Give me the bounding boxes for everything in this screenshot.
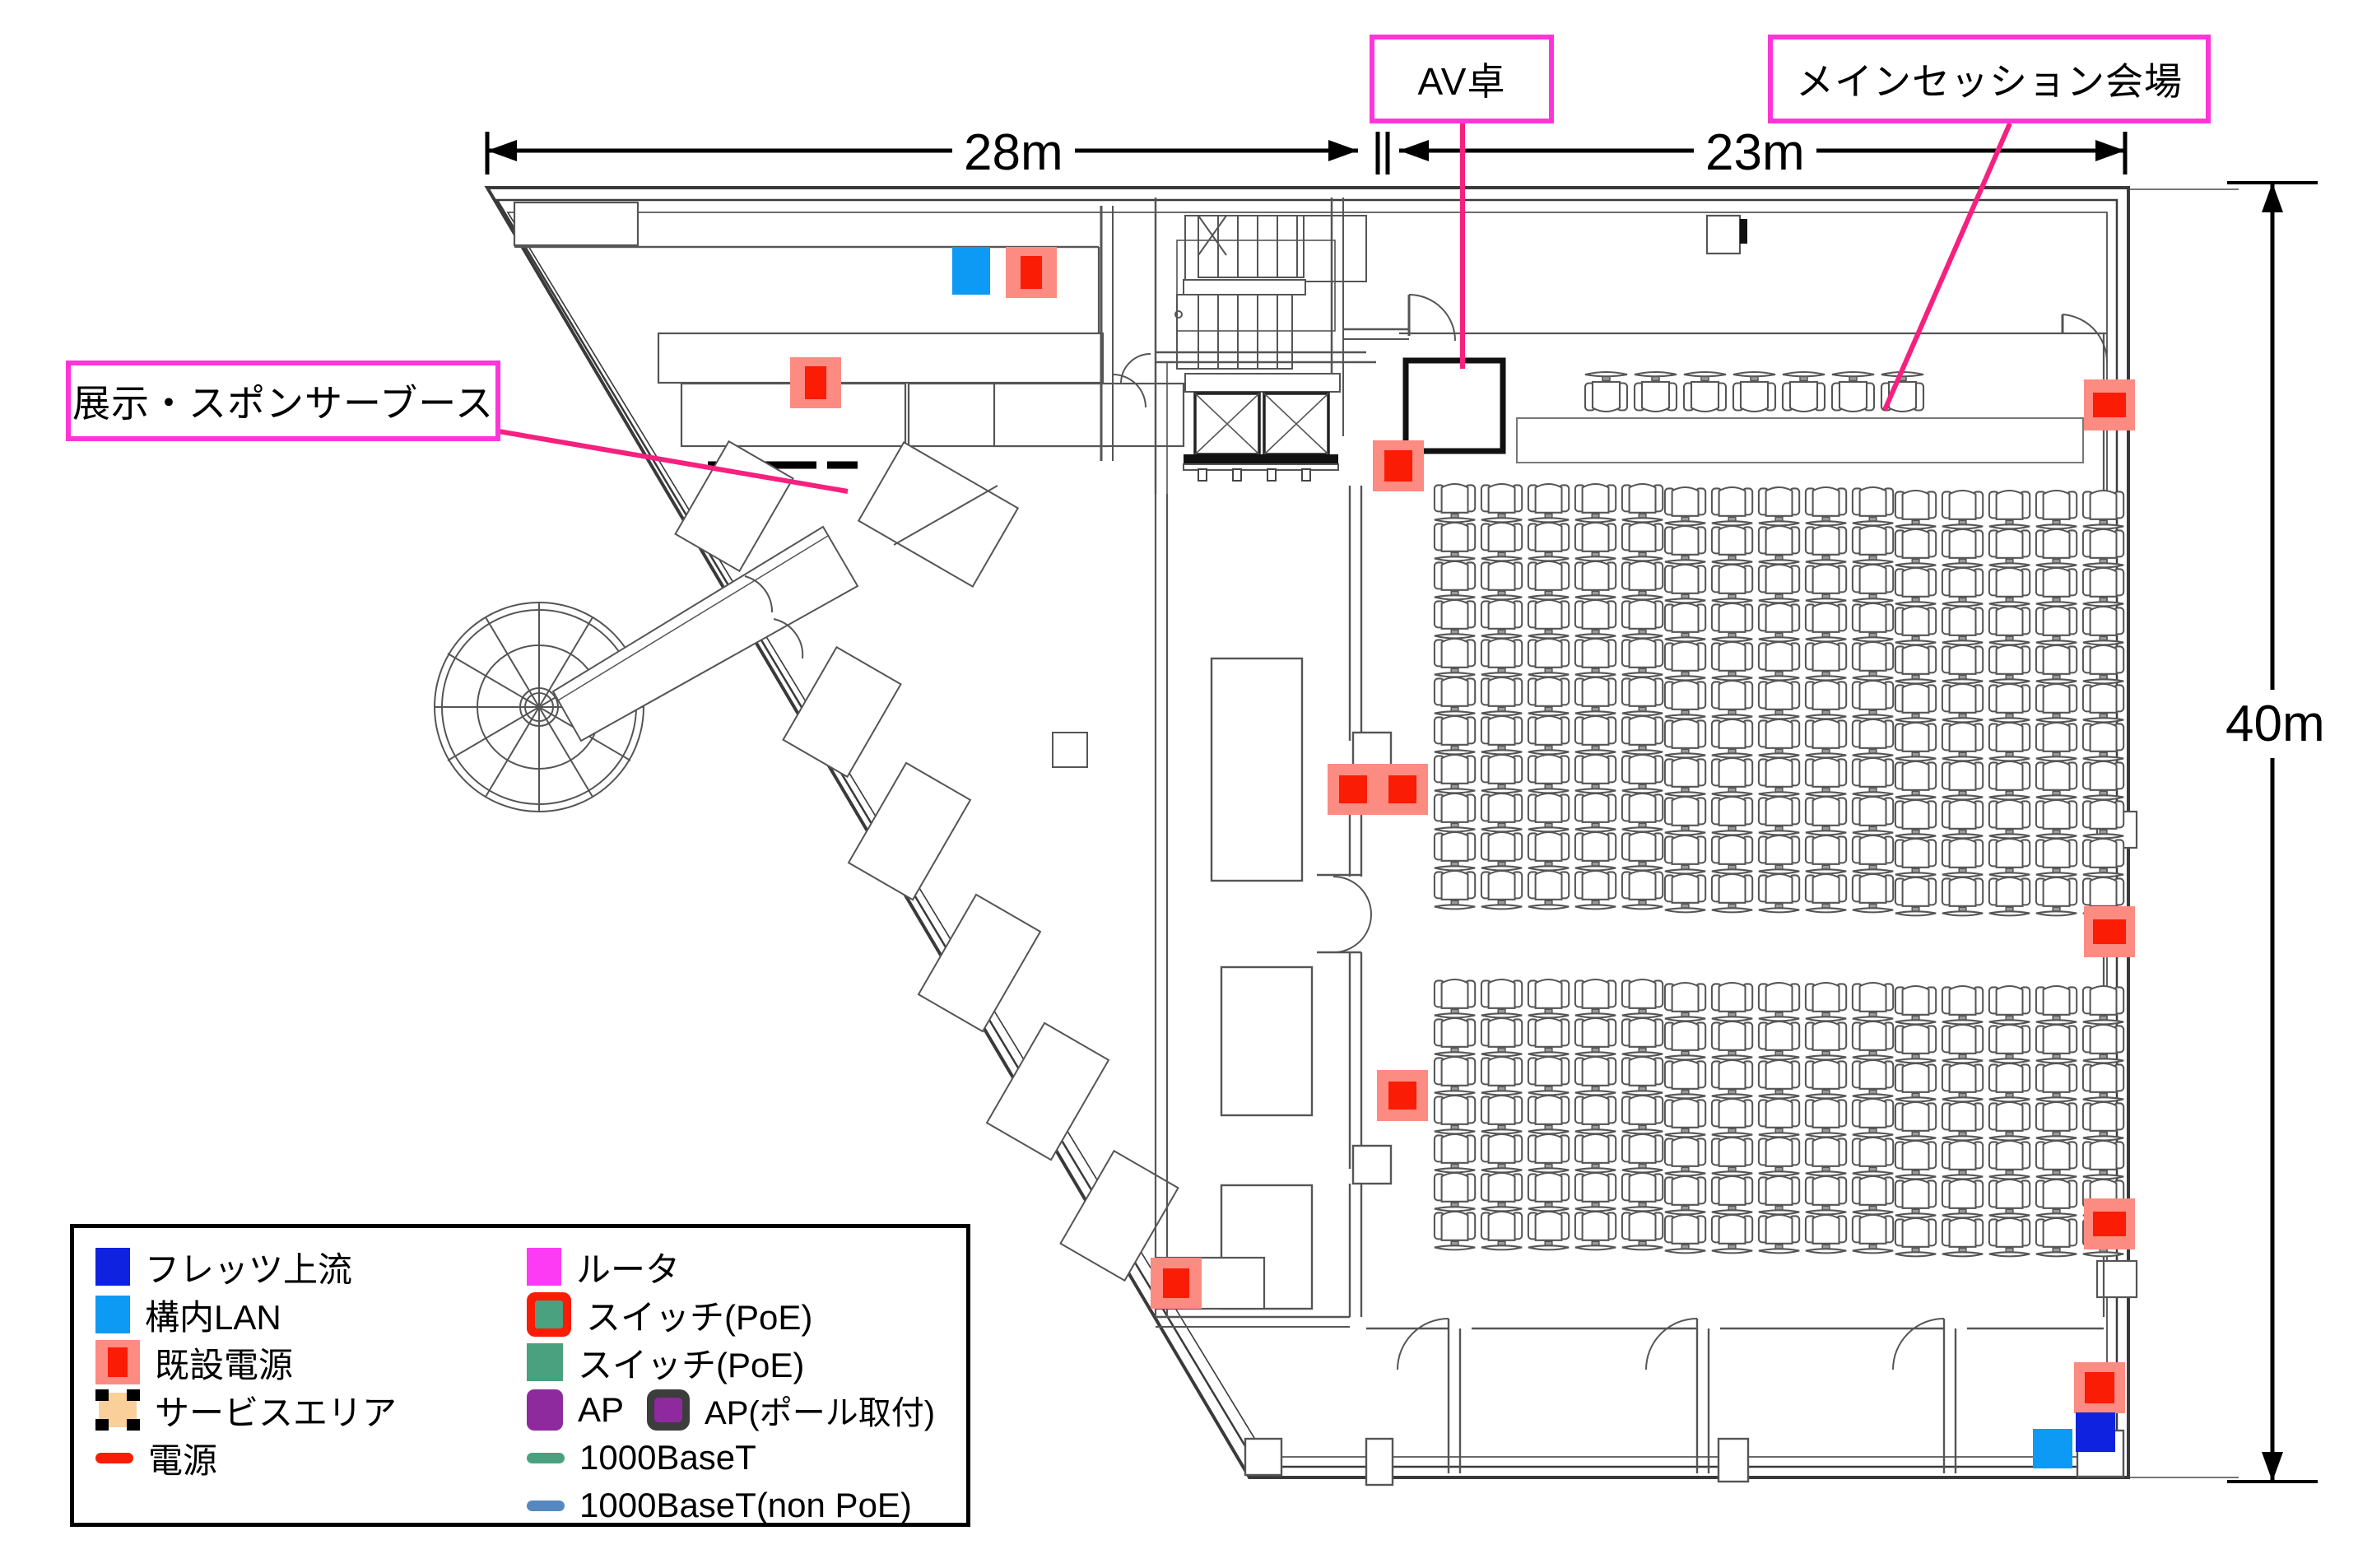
bottom-rooms (1244, 1318, 2125, 1487)
marker-campus-lan[interactable] (2033, 1429, 2072, 1468)
flets-upstream-swatch-icon (95, 1248, 130, 1286)
marker-existing-power[interactable] (2084, 1198, 2135, 1249)
existing-power-swatch-icon (95, 1340, 140, 1384)
marker-existing-power[interactable] (1151, 1258, 1202, 1309)
callout-main-session[interactable]: メインセッション会場 (1768, 35, 2211, 123)
switch-poe-ring-swatch-icon (527, 1292, 571, 1337)
legend-label: 1000BaseT(non PoE) (579, 1486, 912, 1524)
marker-flets-upstream[interactable] (2076, 1412, 2115, 1452)
seating-rear-block (1433, 978, 2125, 1258)
dimension-label-23m: 23m (1694, 123, 1816, 182)
marker-existing-power[interactable] (2084, 906, 2135, 957)
seating-front-block (1433, 482, 2125, 917)
legend-label: サービスエリア (155, 1393, 398, 1432)
marker-existing-power[interactable] (2084, 379, 2135, 430)
diagonal-wall-doors (744, 575, 804, 659)
legend-panel: フレッツ上流 構内LAN 既設電源 サービスエリア 電源 (70, 1224, 970, 1527)
ap-swatch-icon (527, 1389, 563, 1431)
legend-label: AP (578, 1390, 625, 1429)
marker-existing-power[interactable] (1377, 1070, 1428, 1121)
legend-item-1000baset[interactable]: 1000BaseT (527, 1434, 935, 1482)
router-swatch-icon (527, 1248, 561, 1286)
legend-item-flets-upstream[interactable]: フレッツ上流 (95, 1243, 397, 1291)
callout-exhibit-booth[interactable]: 展示・スポンサーブース (66, 361, 500, 441)
legend-label: 電源 (148, 1440, 218, 1480)
legend-item-switch-poe[interactable]: スイッチ(PoE) (527, 1338, 935, 1386)
dimension-lines (485, 132, 2318, 1483)
legend-label: 構内LAN (145, 1297, 281, 1337)
legend-item-campus-lan[interactable]: 構内LAN (95, 1291, 397, 1338)
power-line-swatch-icon (95, 1452, 133, 1463)
ap-pole-swatch-icon (647, 1389, 691, 1431)
callout-main-session-label: メインセッション会場 (1796, 60, 2183, 103)
legend-item-1000baset-non-poe[interactable]: 1000BaseT(non PoE) (527, 1482, 935, 1529)
core-stairs-elevators (1120, 198, 1456, 494)
dimension-label-40m: 40m (2222, 690, 2328, 758)
legend-item-existing-power[interactable]: 既設電源 (95, 1338, 397, 1386)
switch-poe-swatch-icon (527, 1343, 563, 1381)
callout-leader-lines (493, 122, 2012, 494)
link-1000baset-swatch-icon (527, 1452, 565, 1463)
legend-label: AP(ポール取付) (705, 1395, 936, 1431)
marker-existing-power[interactable] (1006, 247, 1057, 298)
campus-lan-swatch-icon (95, 1296, 130, 1333)
marker-campus-lan[interactable] (952, 247, 990, 295)
spiral-staircase (434, 525, 859, 812)
legend-item-switch-poe-ring[interactable]: スイッチ(PoE) (527, 1291, 935, 1338)
marker-existing-power[interactable] (1377, 764, 1428, 815)
legend-right-column: ルータ スイッチ(PoE) スイッチ(PoE) AP AP(ポール取付) 100… (527, 1243, 935, 1529)
callout-av-desk-label: AV卓 (1417, 60, 1506, 103)
marker-existing-power[interactable] (1373, 440, 1424, 491)
sponsor-booths (674, 440, 1179, 1282)
legend-item-power-line[interactable]: 電源 (95, 1434, 397, 1482)
exhibition-zone (513, 201, 1185, 469)
legend-item-service-area[interactable]: サービスエリア (95, 1386, 397, 1434)
legend-label: スイッチ(PoE) (578, 1345, 805, 1384)
legend-item-ap-group[interactable]: AP AP(ポール取付) (527, 1386, 935, 1434)
marker-existing-power[interactable] (2074, 1362, 2125, 1413)
legend-label: スイッチ(PoE) (586, 1297, 813, 1337)
marker-existing-power[interactable] (1328, 764, 1379, 815)
dimension-label-28m: 28m (952, 123, 1075, 182)
legend-left-column: フレッツ上流 構内LAN 既設電源 サービスエリア 電源 (95, 1243, 397, 1482)
service-area-swatch-icon (95, 1389, 140, 1431)
stage-head-table (1402, 357, 2084, 463)
legend-label: 既設電源 (155, 1345, 294, 1384)
marker-existing-power[interactable] (790, 357, 841, 408)
legend-label: フレッツ上流 (145, 1249, 353, 1289)
legend-label: 1000BaseT (579, 1438, 756, 1477)
legend-label: ルータ (576, 1249, 681, 1289)
link-1000baset-non-poe-swatch-icon (527, 1500, 565, 1511)
legend-item-router[interactable]: ルータ (527, 1243, 935, 1291)
callout-exhibit-booth-label: 展示・スポンサーブース (72, 382, 494, 425)
callout-av-desk[interactable]: AV卓 (1370, 35, 1554, 123)
